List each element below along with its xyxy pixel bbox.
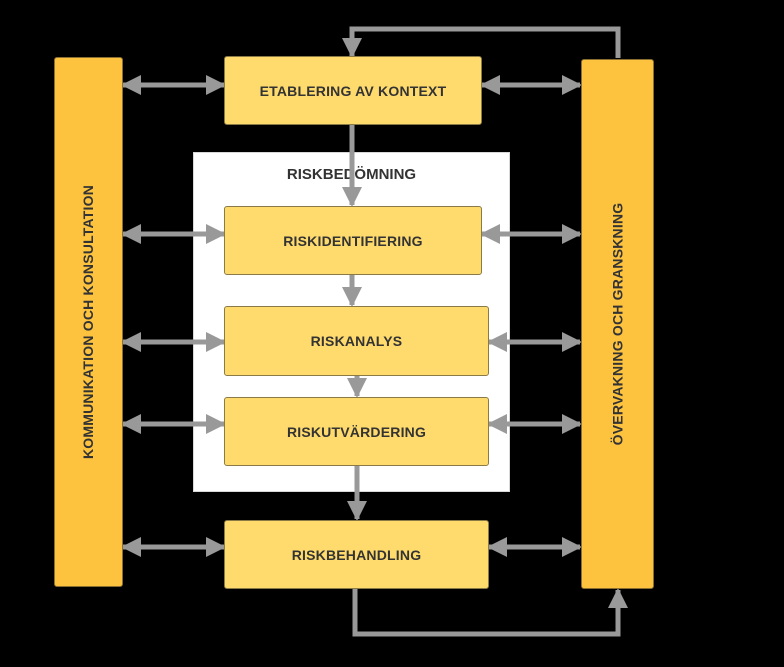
arrow-treatment-to-monitoring xyxy=(352,588,628,637)
risk-analysis-box: RISKANALYS xyxy=(224,306,489,376)
communication-consultation-bar: KOMMUNIKATION OCH KONSULTATION xyxy=(54,57,123,587)
risk-analysis-label: RISKANALYS xyxy=(310,333,403,349)
risk-identification-box: RISKIDENTIFIERING xyxy=(224,206,482,275)
context-establishment-label: ETABLERING AV KONTEXT xyxy=(259,82,447,99)
risk-evaluation-label: RISKUTVÄRDERING xyxy=(286,423,427,440)
risk-treatment-label: RISKBEHANDLING xyxy=(291,546,422,563)
risk-evaluation-box: RISKUTVÄRDERING xyxy=(224,397,489,466)
risk-identification-label: RISKIDENTIFIERING xyxy=(283,232,423,249)
monitoring-review-label: ÖVERVAKNING OCH GRANSKNING xyxy=(609,202,626,446)
context-establishment-box: ETABLERING AV KONTEXT xyxy=(224,56,482,125)
monitoring-review-bar: ÖVERVAKNING OCH GRANSKNING xyxy=(581,59,654,589)
risk-treatment-box: RISKBEHANDLING xyxy=(224,520,489,589)
arrow-monitoring-to-context xyxy=(342,26,621,58)
communication-consultation-label: KOMMUNIKATION OCH KONSULTATION xyxy=(80,184,97,460)
